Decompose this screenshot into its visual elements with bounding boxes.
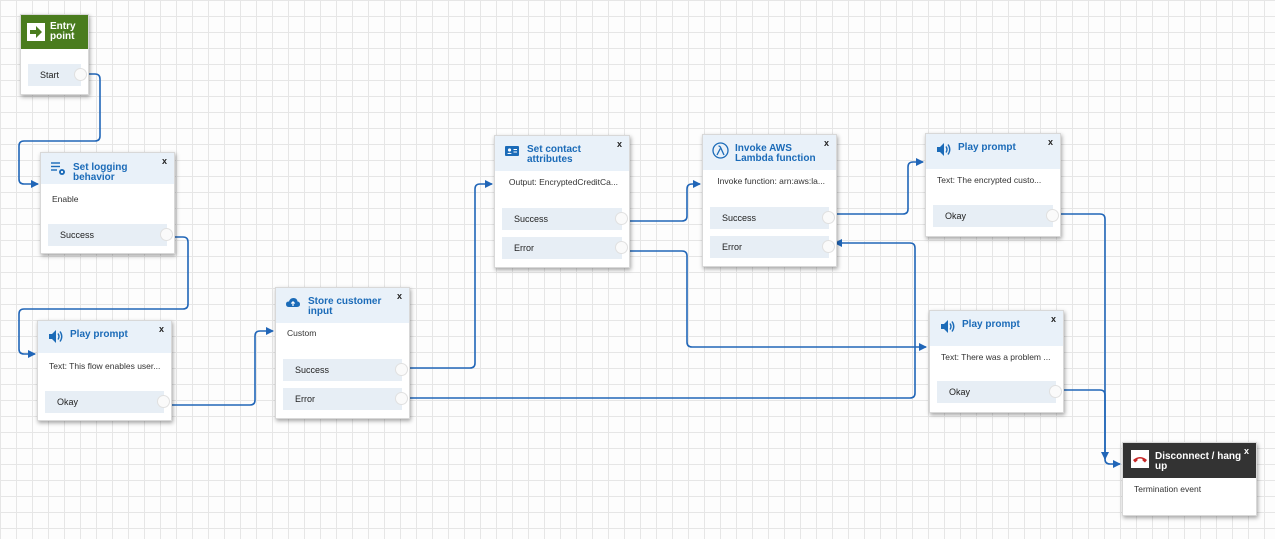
block-header: Disconnect / hang up x <box>1123 443 1256 478</box>
block-description: Text: There was a problem ... <box>941 352 1051 362</box>
block-description: Invoke function: arn:aws:la... <box>717 176 825 186</box>
block-header: Set logging behavior x <box>41 153 174 184</box>
branch-error[interactable]: Error <box>283 388 408 410</box>
block-description: Text: The encrypted custo... <box>937 175 1042 185</box>
close-button[interactable]: x <box>158 324 164 334</box>
output-port[interactable] <box>822 240 835 253</box>
play-prompt-block-welcome[interactable]: Play prompt x Text: This flow enables us… <box>37 320 172 421</box>
branch-okay[interactable]: Okay <box>937 381 1062 403</box>
logging-icon <box>49 159 67 177</box>
branch-success[interactable]: Success <box>48 224 173 246</box>
close-button[interactable]: x <box>823 138 829 148</box>
play-prompt-block-error[interactable]: Play prompt x Text: There was a problem … <box>929 310 1064 413</box>
block-title: Set contact attributes <box>527 144 581 165</box>
close-button[interactable]: x <box>1047 137 1053 147</box>
contact-card-icon <box>503 142 521 160</box>
branch-success[interactable]: Success <box>710 207 835 229</box>
speaker-icon <box>934 140 952 158</box>
block-description: Enable <box>52 194 79 204</box>
branch-error[interactable]: Error <box>502 237 628 259</box>
block-description: Text: This flow enables user... <box>49 361 161 371</box>
block-title: Play prompt <box>958 142 1016 153</box>
link-store-success-to-contact <box>408 180 493 369</box>
block-title: Play prompt <box>962 319 1020 330</box>
block-title: Play prompt <box>70 329 128 340</box>
branch-label: Error <box>722 242 742 252</box>
branch-success[interactable]: Success <box>502 208 628 230</box>
entry-point-title: Entry point <box>50 21 76 42</box>
block-title: Set logging behavior <box>73 162 128 183</box>
close-button[interactable]: x <box>616 139 622 149</box>
block-title: Disconnect / hang up <box>1155 451 1242 472</box>
set-logging-behavior-block[interactable]: Set logging behavior x Enable Success <box>40 152 175 254</box>
branch-label: Error <box>514 243 534 253</box>
block-header: Play prompt x <box>926 134 1060 169</box>
block-header: Store customer input x <box>276 288 409 323</box>
arrow-right-icon <box>27 23 45 41</box>
link-contact-success-to-lambda <box>628 180 701 222</box>
cloud-upload-icon <box>284 294 302 312</box>
output-port[interactable] <box>74 68 87 81</box>
branch-success[interactable]: Success <box>283 359 408 381</box>
invoke-lambda-block[interactable]: Invoke AWS Lambda function x Invoke func… <box>702 134 837 267</box>
branch-label: Okay <box>57 397 79 407</box>
block-description: Custom <box>287 328 317 338</box>
store-customer-input-block[interactable]: Store customer input x Custom Success Er… <box>275 287 410 419</box>
close-button[interactable]: x <box>1243 446 1249 456</box>
branch-label: Success <box>60 230 95 240</box>
output-port[interactable] <box>160 228 173 241</box>
block-header: Set contact attributes x <box>495 136 629 171</box>
set-contact-attributes-block[interactable]: Set contact attributes x Output: Encrypt… <box>494 135 630 268</box>
close-button[interactable]: x <box>1050 314 1056 324</box>
branch-label: Okay <box>945 211 967 221</box>
speaker-icon <box>938 317 956 335</box>
output-port[interactable] <box>395 392 408 405</box>
link-store-error-to-prompt3 <box>408 239 916 399</box>
branch-label: Success <box>722 213 757 223</box>
block-description: Output: EncryptedCreditCa... <box>508 177 618 187</box>
output-port[interactable] <box>395 363 408 376</box>
output-port[interactable] <box>1046 209 1059 222</box>
output-port[interactable] <box>615 241 628 254</box>
close-button[interactable]: x <box>161 156 167 166</box>
play-prompt-block-success[interactable]: Play prompt x Text: The encrypted custo.… <box>925 133 1061 237</box>
branch-label: Start <box>40 70 60 80</box>
entry-point-header: Entry point <box>21 15 88 49</box>
branch-start[interactable]: Start <box>28 64 87 86</box>
branch-label: Okay <box>949 387 971 397</box>
block-header: Invoke AWS Lambda function x <box>703 135 836 170</box>
branch-error[interactable]: Error <box>710 236 835 258</box>
link-prompt3-to-disconnect <box>1062 389 1109 460</box>
output-port[interactable] <box>822 211 835 224</box>
output-port[interactable] <box>615 212 628 225</box>
block-description: Termination event <box>1134 484 1202 494</box>
lambda-icon <box>711 141 729 159</box>
branch-label: Success <box>295 365 330 375</box>
link-lambda-success-to-prompt2 <box>835 158 924 215</box>
branch-label: Error <box>295 394 315 404</box>
branch-label: Success <box>514 214 549 224</box>
link-prompt1-to-store <box>170 327 274 406</box>
block-title: Invoke AWS Lambda function <box>735 143 816 164</box>
branch-okay[interactable]: Okay <box>933 205 1059 227</box>
output-port[interactable] <box>157 395 170 408</box>
speaker-icon <box>46 327 64 345</box>
block-header: Play prompt x <box>38 321 171 353</box>
block-title: Store customer input <box>308 296 382 317</box>
disconnect-block[interactable]: Disconnect / hang up x Termination event <box>1122 442 1257 516</box>
entry-point-block[interactable]: Entry point Start <box>20 14 89 95</box>
close-button[interactable]: x <box>396 291 402 301</box>
link-prompt2-to-disconnect <box>1059 213 1121 468</box>
hang-up-phone-icon <box>1131 450 1149 468</box>
block-header: Play prompt x <box>930 311 1063 346</box>
branch-okay[interactable]: Okay <box>45 391 170 413</box>
output-port[interactable] <box>1049 385 1062 398</box>
